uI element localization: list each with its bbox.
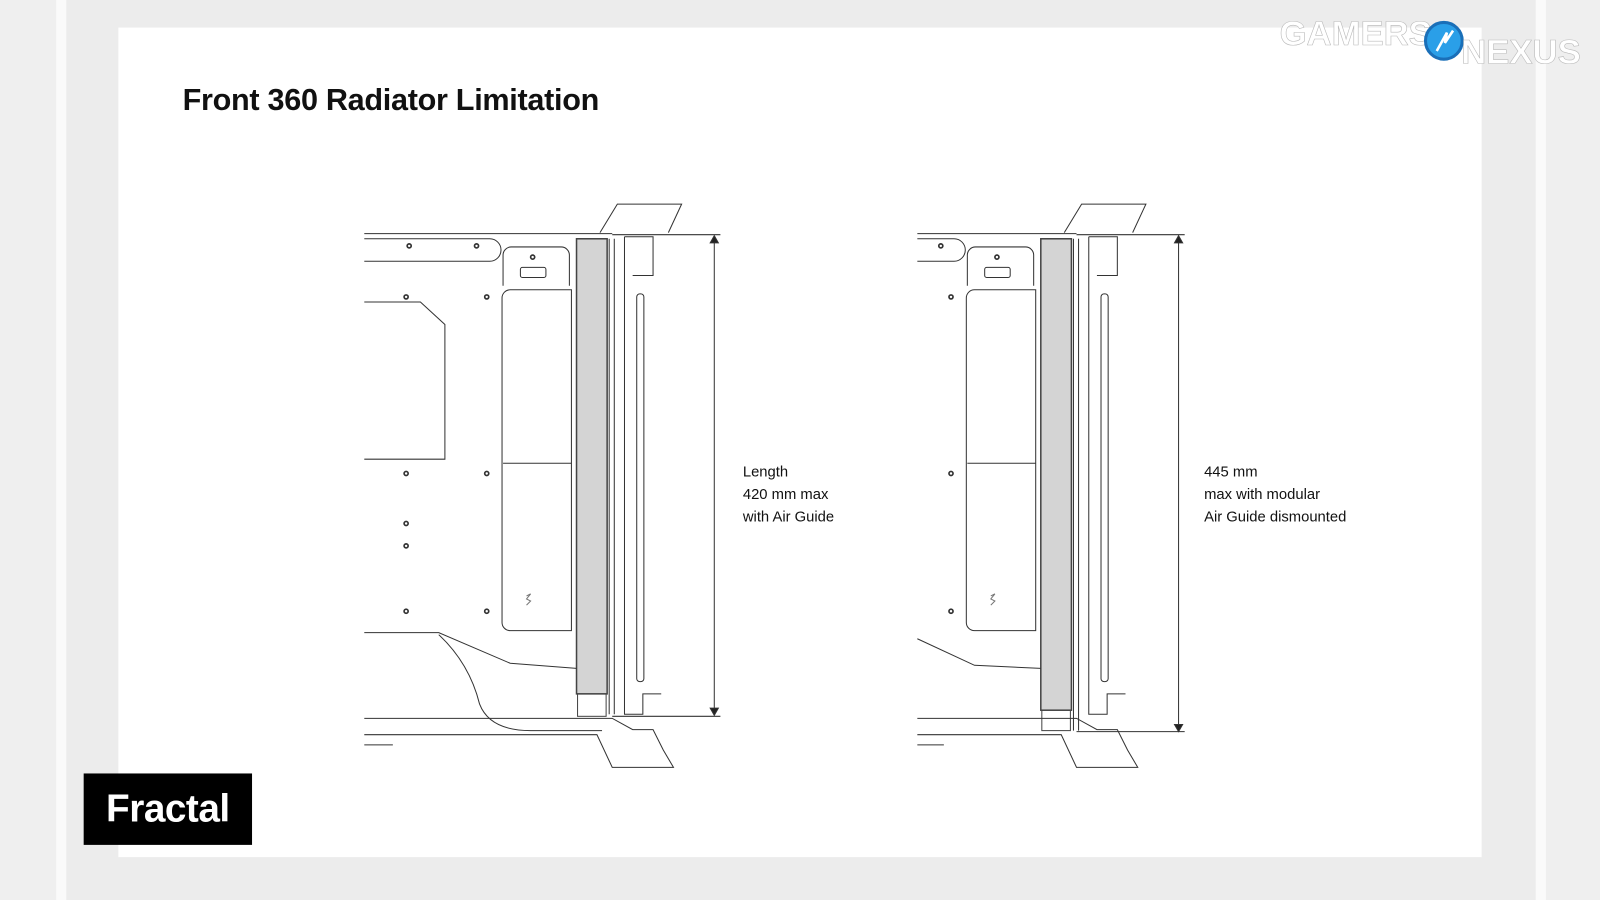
diagram-with-air-guide xyxy=(364,203,721,768)
dismounted-length-label: 445 mm max with modular Air Guide dismou… xyxy=(1204,461,1346,528)
diagram-without-air-guide xyxy=(917,203,1185,768)
right-border-strip xyxy=(1535,0,1546,900)
logo-text-nexus: NEXUS xyxy=(1461,33,1581,71)
left-border-strip xyxy=(56,0,67,900)
label-line: 445 mm xyxy=(1204,464,1258,481)
radiator xyxy=(575,238,608,695)
slide-title: Front 360 Radiator Limitation xyxy=(182,83,600,118)
label-line: max with modular xyxy=(1204,486,1321,504)
radiator xyxy=(1040,238,1073,711)
logo-text-gamers: GAMERS xyxy=(1280,15,1432,53)
label-line: Length xyxy=(742,464,789,481)
air-guide-length-label: Length 420 mm max with Air Guide xyxy=(743,461,834,528)
label-line: 420 mm max xyxy=(742,486,829,504)
gamers-nexus-logo: GAMERS NEXUS xyxy=(1279,15,1581,72)
presentation-slide xyxy=(118,27,1482,858)
logo-emblem-icon xyxy=(1423,20,1464,61)
label-line: with Air Guide xyxy=(742,509,835,526)
label-line: Air Guide dismounted xyxy=(1204,509,1347,526)
fractal-brand-badge: Fractal xyxy=(83,773,253,845)
